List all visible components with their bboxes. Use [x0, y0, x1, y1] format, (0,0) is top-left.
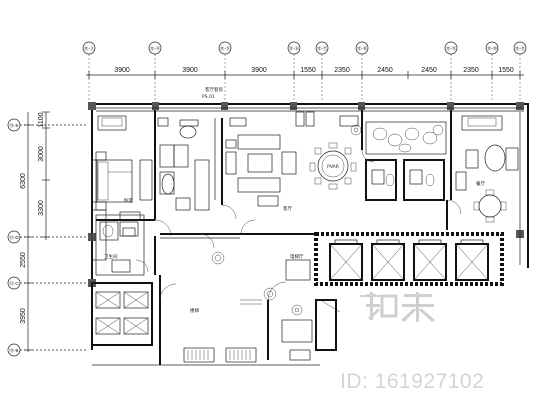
svg-text:⑫-⑤: ⑫-⑤ [220, 45, 231, 52]
svg-text:⑫-⑦: ⑫-⑦ [317, 45, 328, 52]
svg-text:⑫-B: ⑫-B [10, 347, 19, 354]
axis-bubble: ⑫-⑥ [287, 41, 301, 100]
guest-suite-furniture [455, 115, 519, 223]
dimension-label: 6300 [20, 173, 27, 189]
dimension-label: 2550 [20, 252, 27, 268]
salon-furniture [225, 111, 359, 207]
dimension-label: 2450 [421, 67, 437, 74]
top-dimension-line: 3900 3900 3900 1550 2350 2450 2450 2350 … [86, 67, 524, 79]
elevator-bank [314, 232, 504, 286]
bedroom-furniture [91, 115, 153, 237]
lower-circulation [92, 259, 337, 366]
axis-bubble: ⑫-④ [148, 41, 162, 100]
watermark: ID: 161927102 [340, 292, 484, 393]
left-axis-bubbles: ⑫-E ⑫-D ⑫-C ⑫-B [7, 118, 21, 357]
dimension-label: 3900 [182, 67, 198, 74]
dimension-label: 3900 [251, 67, 267, 74]
svg-text:⑫-D: ⑫-D [9, 234, 19, 241]
wall-ticks [240, 295, 380, 313]
dimension-label: 3300 [38, 200, 45, 216]
axis-bubble: ⑫-E [7, 118, 21, 132]
dining-table-label: PVAR [327, 164, 339, 170]
axis-bubble: ⑫-⑨ [444, 41, 458, 100]
dimension-label: 3000 [38, 146, 45, 162]
axis-bubble: ⑫-⑩ [485, 41, 499, 100]
svg-text:⑫-⑩: ⑫-⑩ [487, 45, 498, 52]
svg-text:⑫-⑪: ⑫-⑪ [515, 45, 526, 52]
room-label-bath: 卫生间 [104, 253, 118, 260]
room-label-bedroom: 卧室 [124, 197, 133, 204]
plan-caption: 客厅套房 [205, 86, 223, 93]
svg-text:⑫-C: ⑫-C [9, 280, 19, 287]
dimension-label: 3950 [20, 308, 27, 324]
dimension-label: 1100 [38, 112, 45, 127]
axis-bubble: ⑫-⑧ [355, 41, 369, 100]
top-axis-bubbles: ⑫-③ ⑫-④ ⑫-⑤ ⑫-⑥ ⑫-⑦ ⑫-⑧ ⑫-⑨ ⑫-⑩ ⑫-⑪ [82, 41, 527, 100]
svg-text:⑫-④: ⑫-④ [150, 45, 161, 52]
watermark-logo [366, 292, 435, 322]
svg-text:⑫-E: ⑫-E [10, 122, 19, 129]
svg-text:⑫-⑧: ⑫-⑧ [357, 45, 368, 52]
axis-bubble: ⑫-C [7, 276, 21, 290]
plant-icons [211, 124, 362, 316]
svg-text:⑫-⑥: ⑫-⑥ [289, 45, 300, 52]
room-label-living: 客厅 [283, 205, 292, 212]
axis-bubble: ⑫-⑪ [513, 41, 527, 100]
watermark-id: ID: 161927102 [340, 370, 484, 393]
left-dimension-lines: 6300 2550 3950 1100 3000 3300 [20, 111, 88, 352]
dimension-label: 2350 [463, 67, 479, 74]
dimension-label: 2450 [377, 67, 393, 74]
room-label-stair: 楼梯 [190, 307, 199, 314]
stair-core [91, 282, 257, 363]
round-dining-table: PVAR [309, 142, 357, 190]
living-furniture [157, 117, 210, 211]
axis-bubble: ⑫-⑤ [218, 41, 232, 100]
axis-bubble: ⑫-⑦ [315, 41, 329, 100]
axis-bubble: ⑫-③ [82, 41, 96, 100]
room-label-lift-lobby: 电梯厅 [290, 253, 304, 260]
door-swings [135, 149, 462, 273]
room-label-dining: 餐厅 [476, 180, 485, 187]
dimension-label: 2350 [334, 67, 350, 74]
axis-bubble: ⑫-D [7, 230, 21, 244]
dimension-label: 3900 [114, 67, 130, 74]
plan-caption-code: PS.01 [202, 94, 215, 100]
axis-bubble: ⑫-B [7, 343, 21, 357]
dimension-label: 1550 [498, 67, 514, 74]
svg-text:⑫-⑨: ⑫-⑨ [446, 45, 457, 52]
interior-partitions [91, 110, 452, 276]
lounge-cluster [365, 121, 447, 155]
dimension-label: 1550 [300, 67, 316, 74]
svg-text:⑫-③: ⑫-③ [84, 45, 95, 52]
